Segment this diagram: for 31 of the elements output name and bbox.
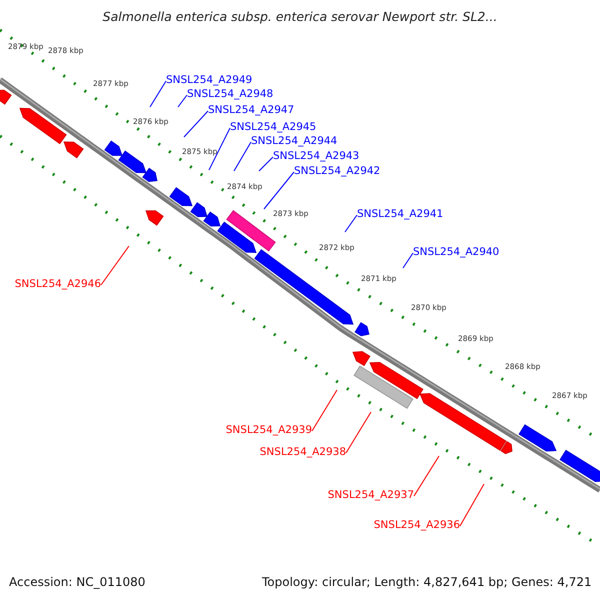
gene-label: SNSL254_A2943 <box>273 151 360 163</box>
leader-line <box>150 80 166 108</box>
leader-line <box>258 156 274 172</box>
title: Salmonella enterica subsp. enterica serovar Newport str. SL2... <box>102 11 498 24</box>
gene-label: SNSL254_A2949 <box>166 75 252 87</box>
gene-label: SNSL254_A2941 <box>357 209 444 221</box>
gene-label: SNSL254_A2938 <box>260 447 346 459</box>
leader-line <box>184 110 208 138</box>
leader-line <box>344 214 358 232</box>
leader-line <box>402 252 414 268</box>
footer-text: Topology: circular; Length: 4,827,641 bp; Genes: 4,721 <box>262 576 592 588</box>
gene-label: SNSL254_A2947 <box>208 105 294 117</box>
leader-line <box>178 94 188 108</box>
footer-text: Accession: NC_011080 <box>9 576 146 588</box>
gene-label: SNSL254_A2936 <box>374 520 460 532</box>
leader-line <box>460 484 484 526</box>
gene-label: SNSL254_A2940 <box>413 247 500 259</box>
leader-line <box>234 142 252 172</box>
gene-label: SNSL254_A2945 <box>230 122 316 134</box>
gene-label: SNSL254_A2948 <box>187 89 274 101</box>
leader-line <box>414 456 440 496</box>
gene-label: SNSL254_A2939 <box>226 425 312 437</box>
gene-label: SNSL254_A2937 <box>328 490 414 502</box>
leader-line <box>312 390 338 432</box>
gene-label: SNSL254_A2946 <box>14 279 101 291</box>
gene-label: SNSL254_A2944 <box>251 136 338 148</box>
leader-line <box>100 246 130 286</box>
leader-line <box>208 128 230 170</box>
leader-line <box>346 412 372 454</box>
gene-label: SNSL254_A2942 <box>294 166 380 178</box>
leader-line <box>264 172 294 210</box>
